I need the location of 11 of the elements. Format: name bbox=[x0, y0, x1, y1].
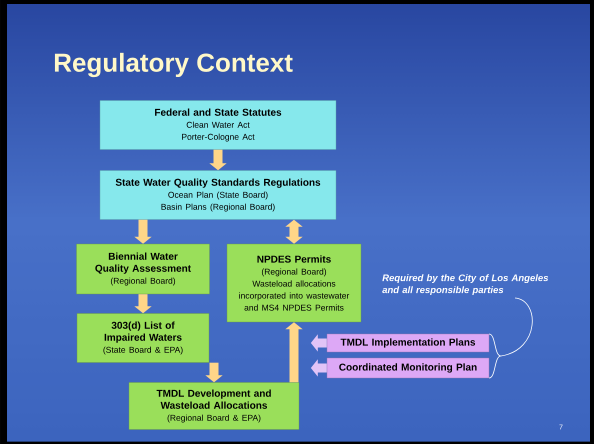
title: Regulatory Context bbox=[54, 52, 293, 78]
process-box: State Water Quality Standards Regulations Ocean Plan (State Board) Basin Plans (Regional Board) bbox=[100, 170, 336, 220]
process-box: 303(d) List of Impaired Waters (State Board & EPA) bbox=[76, 313, 210, 363]
process-box: TMDL Implementation Plans bbox=[326, 334, 490, 352]
block-arrow bbox=[285, 220, 303, 244]
process-box: TMDL Development and Wasteload Allocations (Regional Board & EPA) bbox=[128, 382, 300, 430]
process-box: Federal and State Statutes Clean Water Act Porter-Cologne Act bbox=[100, 100, 336, 150]
process-box: Biennial Water Quality Assessment (Regional Board) bbox=[76, 244, 210, 294]
process-box: NPDES Permits (Regional Board) Wasteload allocations incorporated into wastewater and MS4 NPDES Permits bbox=[226, 244, 362, 322]
note-text: Required by the City of Los Angeles and all responsible parties bbox=[382, 274, 548, 296]
process-box: Coordinated Monitoring Plan bbox=[326, 358, 490, 378]
